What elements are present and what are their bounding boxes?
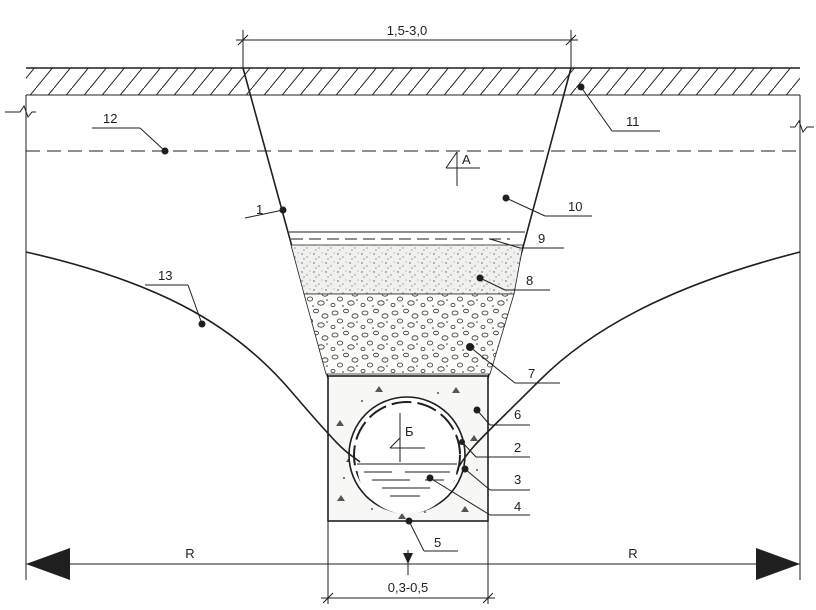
callout-10: 10 xyxy=(502,194,592,217)
callout-4-label: 4 xyxy=(514,499,521,514)
callout-10-label: 10 xyxy=(568,199,582,214)
dimension-bottom: 0,3-0,5 xyxy=(321,521,495,604)
callout-2-label: 2 xyxy=(514,440,521,455)
callout-9-label: 9 xyxy=(538,231,545,246)
callout-6-label: 6 xyxy=(514,407,521,422)
section-mark-a: А xyxy=(445,151,480,186)
callout-1: 1 xyxy=(244,202,287,219)
radius-right-label: R xyxy=(628,546,637,561)
callout-9: 9 xyxy=(489,231,564,249)
radius-left-label: R xyxy=(185,546,194,561)
callout-5: 5 xyxy=(405,517,458,552)
callout-8: 8 xyxy=(476,273,550,291)
gravel-layer xyxy=(303,293,515,375)
depression-curve xyxy=(25,251,361,463)
section-mark-a-label: А xyxy=(462,152,471,167)
callout-12-label: 12 xyxy=(103,111,117,126)
callout-13: 13 xyxy=(145,268,206,328)
radius-dimension: R R xyxy=(26,546,800,580)
callout-3: 3 xyxy=(461,465,530,491)
dimension-bottom-label: 0,3-0,5 xyxy=(388,580,428,595)
callout-5-label: 5 xyxy=(434,535,441,550)
callout-8-label: 8 xyxy=(526,273,533,288)
sand-layer xyxy=(290,244,524,295)
dimension-top: 1,5-3,0 xyxy=(236,23,578,68)
break-mark-right xyxy=(790,119,814,134)
callout-11: 11 xyxy=(577,83,660,132)
callout-11-label: 11 xyxy=(626,114,640,129)
callout-6: 6 xyxy=(473,406,530,426)
callout-4: 4 xyxy=(426,474,530,516)
dimension-top-label: 1,5-3,0 xyxy=(387,23,427,38)
break-mark-left xyxy=(5,104,36,119)
ground-surface xyxy=(26,67,800,96)
section-mark-b-label: Б xyxy=(405,424,414,439)
callout-3-label: 3 xyxy=(514,472,521,487)
callout-7: 7 xyxy=(466,343,560,384)
drain-pipe xyxy=(348,396,466,514)
callout-2: 2 xyxy=(459,439,530,458)
callout-1-label: 1 xyxy=(256,202,263,217)
callout-12: 12 xyxy=(92,111,169,155)
section-mark-b: Б xyxy=(389,413,425,462)
depression-curve-right xyxy=(457,251,801,469)
callout-13-label: 13 xyxy=(158,268,172,283)
callout-7-label: 7 xyxy=(528,366,535,381)
